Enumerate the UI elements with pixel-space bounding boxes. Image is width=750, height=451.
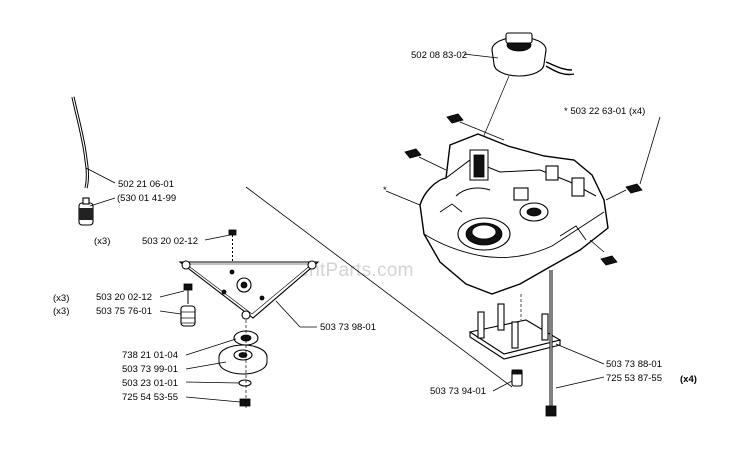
label-crankcase-mark: * <box>383 185 387 196</box>
label-bolt: 725 53 87-55 <box>606 373 662 384</box>
nut-part <box>239 398 251 407</box>
screw-top-part <box>228 229 237 262</box>
label-washer: 503 23 01-01 <box>122 378 178 389</box>
pin-part <box>511 369 523 387</box>
label-nut: 725 54 53-55 <box>122 392 178 403</box>
hub-part <box>218 344 268 375</box>
label-screw-top: 503 20 02-12 <box>142 236 198 247</box>
label-fuel-hose: 502 21 06-01 <box>118 179 174 190</box>
isolator-part <box>404 113 643 266</box>
label-carb-boot: 502 08 83-02 <box>411 50 467 61</box>
label-bearing: 738 21 01-04 <box>122 350 178 361</box>
label-hub: 503 73 99-01 <box>122 364 178 375</box>
label-screw-left: 503 20 02-12 <box>96 292 152 303</box>
screw-left-part <box>183 283 193 304</box>
label-x3-left-a: (x3) <box>53 293 69 304</box>
fuel-hose-part <box>71 96 90 189</box>
label-x4-bolt: (x4) <box>680 374 697 385</box>
label-isolator: * 503 22 63-01 (x4) <box>564 106 645 117</box>
mount-bracket-part <box>468 303 562 360</box>
label-x3-top: (x3) <box>94 236 110 247</box>
carb-boot-part <box>491 32 575 77</box>
spacer-part <box>180 305 196 327</box>
bolt-part <box>545 270 557 417</box>
label-mount: 503 73 88-01 <box>606 359 662 370</box>
label-spacer: 503 75 76-01 <box>96 306 152 317</box>
mount-plate-part <box>178 260 320 320</box>
washer-part <box>238 379 252 387</box>
crankcase-part <box>419 133 609 295</box>
label-plate: 503 73 98-01 <box>320 322 376 333</box>
label-fuel-filter: (530 01 41-99 <box>117 193 176 204</box>
label-pin: 503 73 94-01 <box>430 386 486 397</box>
fuel-filter-part <box>78 197 94 226</box>
label-x3-left-b: (x3) <box>53 306 69 317</box>
